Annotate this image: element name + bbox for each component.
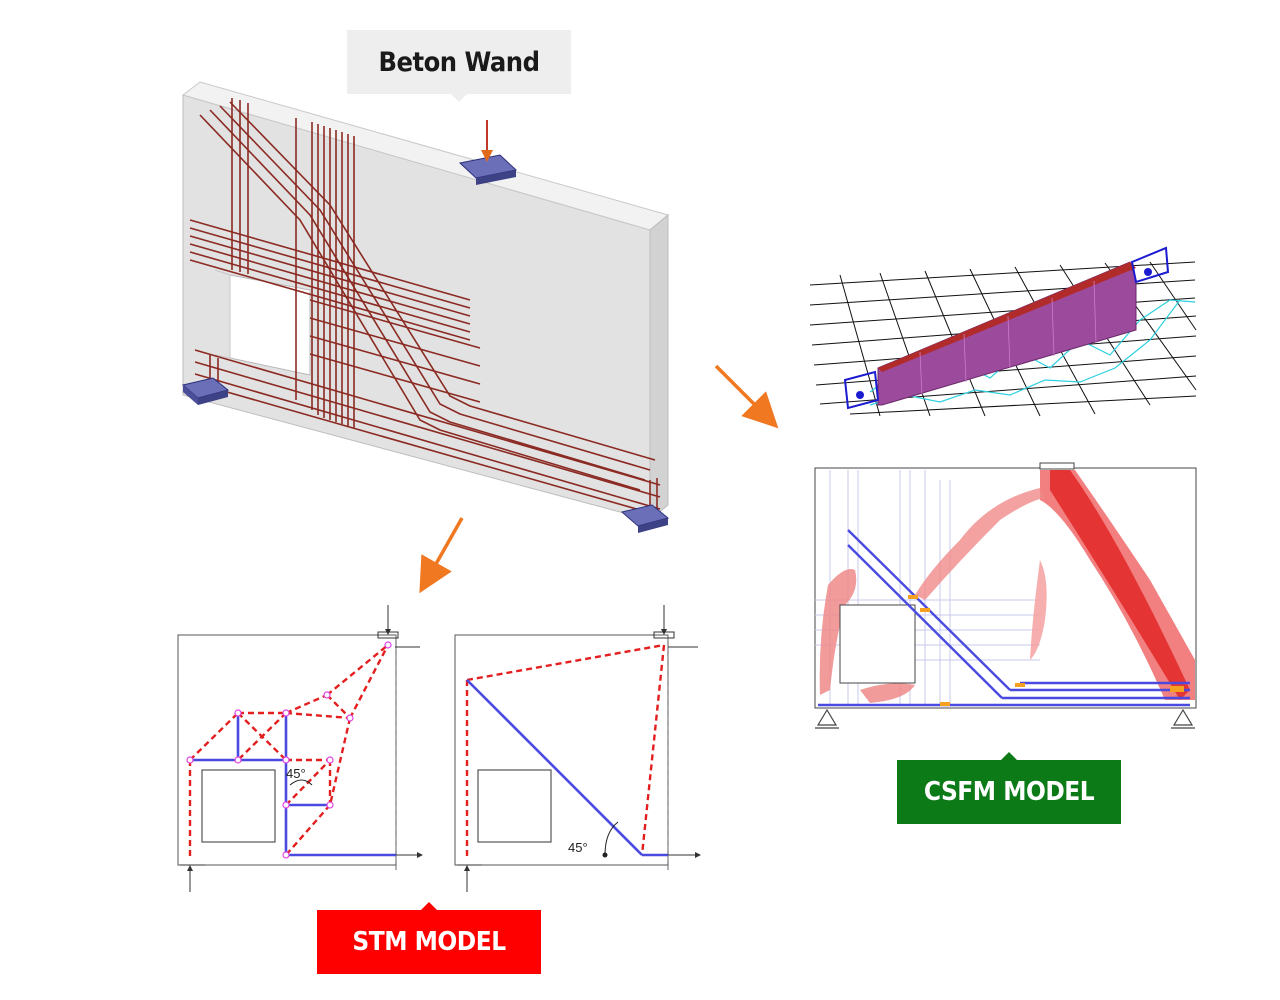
stm-model-label: STM MODEL	[317, 902, 541, 974]
stm-diagram-left: 45°	[177, 605, 423, 892]
csfm-stress-field	[814, 462, 1197, 729]
concrete-wall-3d	[181, 81, 670, 522]
csfm-3d-beam-model	[809, 246, 1197, 417]
angle-label-left: 45°	[286, 766, 306, 781]
wall-label: Beton Wand	[347, 30, 571, 102]
rebar-cage	[189, 98, 661, 512]
angle-label-right: 45°	[568, 840, 588, 855]
wall-supports	[181, 154, 670, 533]
csfm-model-label: CSFM MODEL	[897, 752, 1121, 824]
load-arrow-icon	[481, 120, 493, 162]
arrow-to-csfm-icon	[714, 364, 779, 429]
stm-diagram-right: 45°	[454, 605, 701, 892]
arrow-to-stm-icon	[419, 517, 464, 594]
